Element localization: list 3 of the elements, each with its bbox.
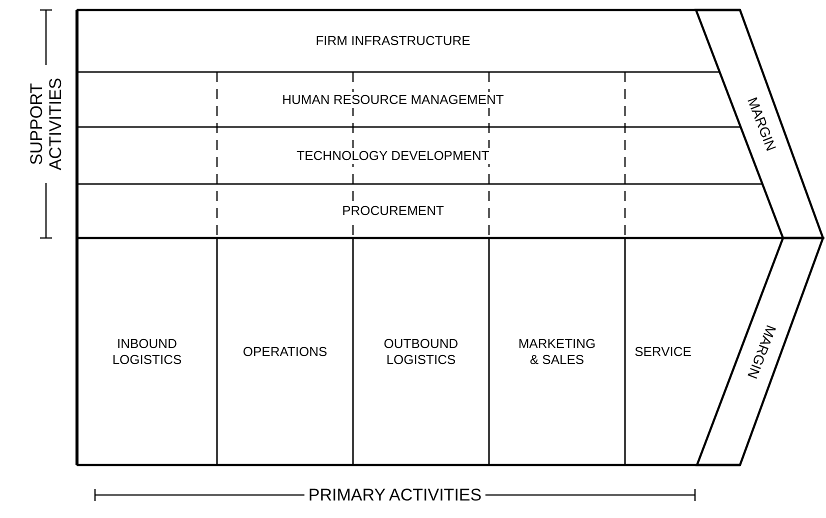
activity-label: TECHNOLOGY DEVELOPMENT (296, 148, 490, 164)
activity-label: HUMAN RESOURCE MANAGEMENT (281, 92, 505, 108)
activity-label: PROCUREMENT (341, 203, 445, 219)
